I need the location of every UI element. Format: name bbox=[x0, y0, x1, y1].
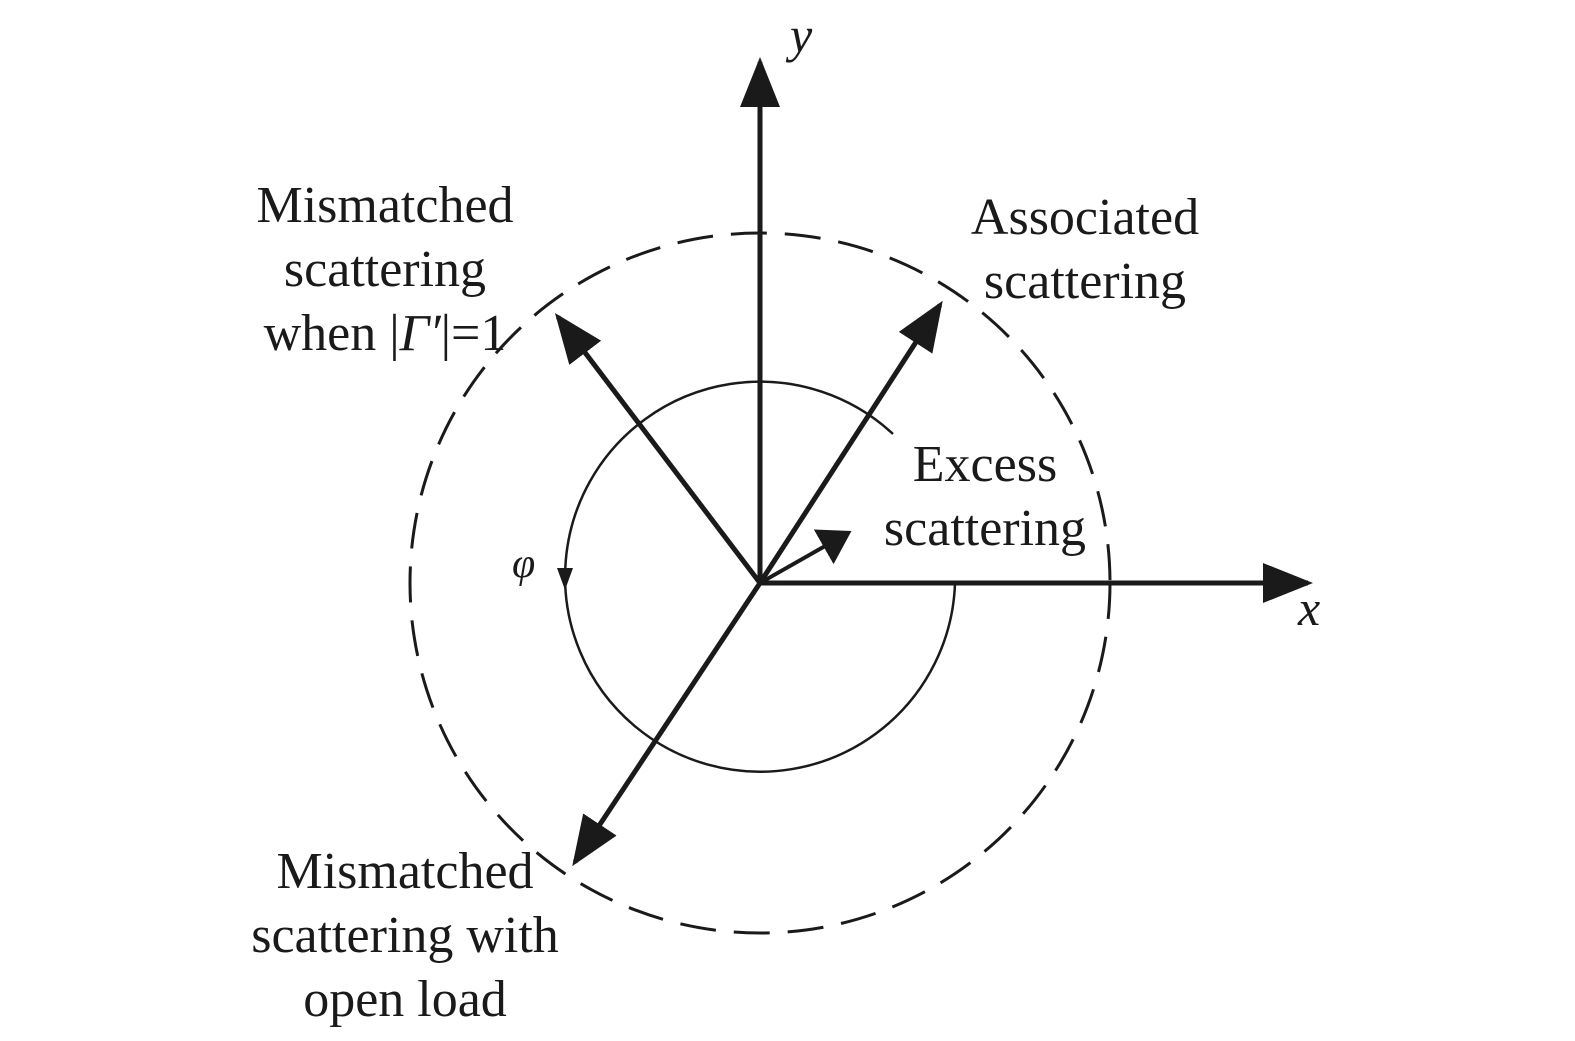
angle-arc bbox=[563, 380, 957, 773]
associated-label-line2: scattering bbox=[983, 253, 1187, 310]
mismatched-unity-vector bbox=[554, 313, 762, 585]
angle-arc-arrowhead bbox=[557, 568, 573, 590]
mismatched-open-load-vector bbox=[572, 581, 763, 867]
y-axis-label: y bbox=[790, 7, 813, 63]
associated-scattering-vector bbox=[757, 300, 943, 585]
mismatched-unity-label: Mismatched scattering when |Γ′|=1 bbox=[230, 174, 540, 366]
associated-scattering-label: Associated scattering bbox=[955, 186, 1215, 314]
mismatched-unity-line2: scattering bbox=[283, 241, 487, 298]
mismatched-open-line1: Mismatched bbox=[276, 843, 534, 900]
mismatched-open-line3: open load bbox=[303, 971, 507, 1028]
mismatched-open-load-label: Mismatched scattering with open load bbox=[230, 840, 580, 1032]
mismatched-open-line2: scattering with bbox=[251, 907, 559, 964]
mismatched-unity-line3-prefix: when | bbox=[263, 305, 400, 362]
gamma-prime-symbol: Γ′ bbox=[399, 305, 441, 362]
excess-label-line2: scattering bbox=[883, 500, 1087, 557]
excess-scattering-label: Excess scattering bbox=[870, 433, 1100, 561]
excess-label-line1: Excess bbox=[912, 436, 1058, 493]
angle-phi-label: φ bbox=[512, 541, 536, 587]
x-axis-label: x bbox=[1298, 580, 1321, 636]
associated-label-line1: Associated bbox=[970, 189, 1200, 246]
mismatched-unity-line3-suffix: |=1 bbox=[440, 305, 507, 362]
mismatched-unity-line1: Mismatched bbox=[256, 177, 514, 234]
excess-scattering-vector bbox=[759, 529, 852, 585]
mismatched-unity-line3: when |Γ′|=1 bbox=[230, 302, 540, 366]
